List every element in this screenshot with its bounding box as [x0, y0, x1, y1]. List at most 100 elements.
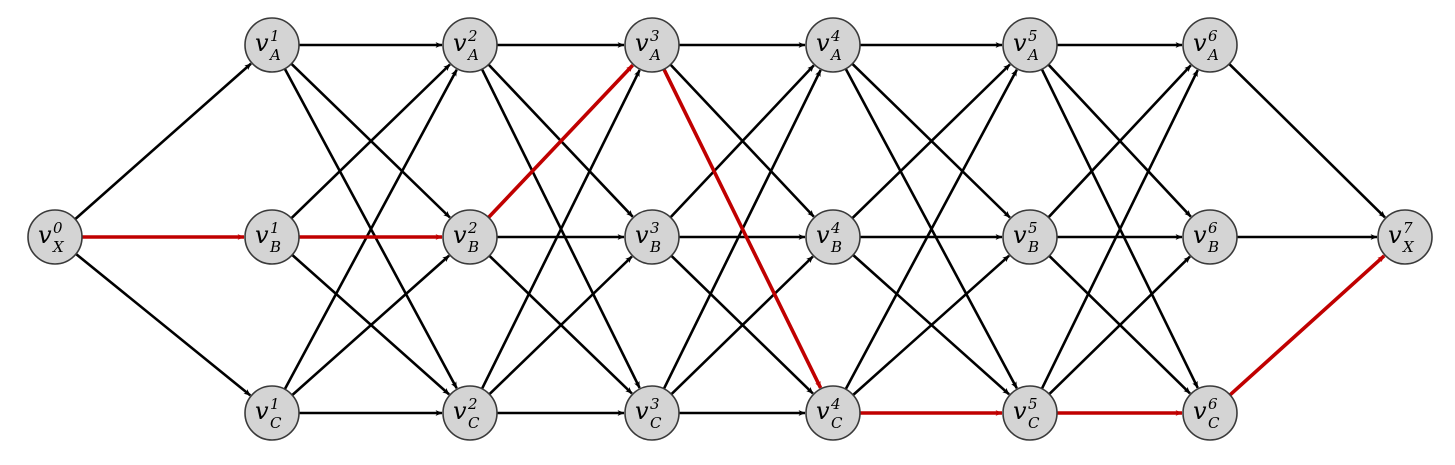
node-label-base: v [816, 221, 830, 249]
node-label-subscript: A [829, 46, 842, 64]
node-circle [1002, 385, 1058, 441]
node-circle [442, 17, 498, 73]
node-label-subscript: A [268, 46, 281, 64]
node-label-base: v [453, 29, 467, 57]
node-label-base: v [635, 397, 649, 425]
edge-X0-A1 [74, 62, 252, 221]
node-label-subscript: X [1402, 238, 1415, 256]
node-label-superscript: 2 [467, 395, 478, 413]
highlighted-edge-A3-C4 [662, 68, 823, 389]
edge-X0-C1 [75, 252, 252, 397]
node-label-superscript: 6 [1208, 219, 1218, 237]
node-circle [1002, 209, 1058, 265]
edge-A6-X7 [1228, 62, 1386, 219]
edge-C1-B2 [291, 254, 450, 397]
node-label-subscript: B [830, 238, 842, 256]
node-label-base: v [1013, 221, 1027, 249]
node-circle [1377, 209, 1433, 265]
node-label-subscript: B [269, 238, 281, 256]
edge-C5-B6 [1048, 255, 1191, 396]
node-label-superscript: 3 [650, 395, 660, 413]
edge-C4-A5 [844, 69, 1018, 390]
node-label-superscript: 2 [467, 219, 478, 237]
node-label-superscript: 0 [53, 219, 63, 237]
node-label-subscript: B [1027, 238, 1039, 256]
edge-C2-B3 [488, 255, 633, 396]
node-label-base: v [38, 221, 52, 249]
node-label-subscript: B [1207, 238, 1219, 256]
edge-C3-B4 [670, 255, 814, 396]
node-circle [624, 17, 680, 73]
node-label-subscript: C [831, 414, 843, 432]
node-label-base: v [255, 221, 269, 249]
node-circle [442, 209, 498, 265]
node-label-base: v [255, 397, 269, 425]
node-label-superscript: 5 [1028, 27, 1038, 45]
node-label-subscript: A [1026, 46, 1039, 64]
node-label-base: v [816, 29, 830, 57]
edge-C1-A2 [283, 69, 458, 390]
node-label-subscript: C [468, 414, 480, 432]
node-circle [442, 385, 498, 441]
node-label-superscript: 3 [650, 219, 660, 237]
edge-C5-A6 [1040, 69, 1199, 390]
node-label-superscript: 1 [270, 395, 280, 413]
node-circle [805, 209, 861, 265]
node-label-base: v [1013, 29, 1027, 57]
node-circle [624, 209, 680, 265]
node-label-subscript: B [467, 238, 479, 256]
node-label-base: v [1193, 221, 1207, 249]
node-label-superscript: 4 [830, 27, 841, 45]
node-label-subscript: C [1208, 414, 1220, 432]
node-label-subscript: A [466, 46, 479, 64]
node-circle [27, 209, 83, 265]
node-label-base: v [255, 29, 269, 57]
node-label-superscript: 4 [830, 219, 841, 237]
node-circle [244, 385, 300, 441]
node-label-superscript: 6 [1208, 395, 1218, 413]
node-label-subscript: A [1206, 46, 1219, 64]
node-label-base: v [816, 397, 830, 425]
node-label-subscript: C [1028, 414, 1040, 432]
node-circle [1182, 209, 1238, 265]
node-label-superscript: 1 [270, 219, 280, 237]
highlighted-path-layer [82, 64, 1386, 416]
edges-layer [74, 42, 1386, 416]
edge-C2-A3 [480, 69, 641, 390]
node-label-base: v [635, 29, 649, 57]
node-circle [1182, 17, 1238, 73]
node-label-subscript: C [650, 414, 662, 432]
node-label-superscript: 3 [650, 27, 660, 45]
node-label-base: v [1388, 221, 1402, 249]
node-label-superscript: 2 [467, 27, 478, 45]
node-label-superscript: 5 [1028, 219, 1038, 237]
node-circle [244, 17, 300, 73]
edge-B5-A6 [1047, 64, 1192, 219]
node-label-superscript: 6 [1208, 27, 1218, 45]
node-circle [244, 209, 300, 265]
node-label-base: v [1013, 397, 1027, 425]
node-label-base: v [1193, 29, 1207, 57]
node-circle [624, 385, 680, 441]
node-circle [1002, 17, 1058, 73]
node-label-superscript: 1 [270, 27, 280, 45]
node-label-superscript: 4 [830, 395, 841, 413]
node-label-superscript: 7 [1403, 219, 1413, 237]
edge-B3-A4 [669, 64, 815, 219]
